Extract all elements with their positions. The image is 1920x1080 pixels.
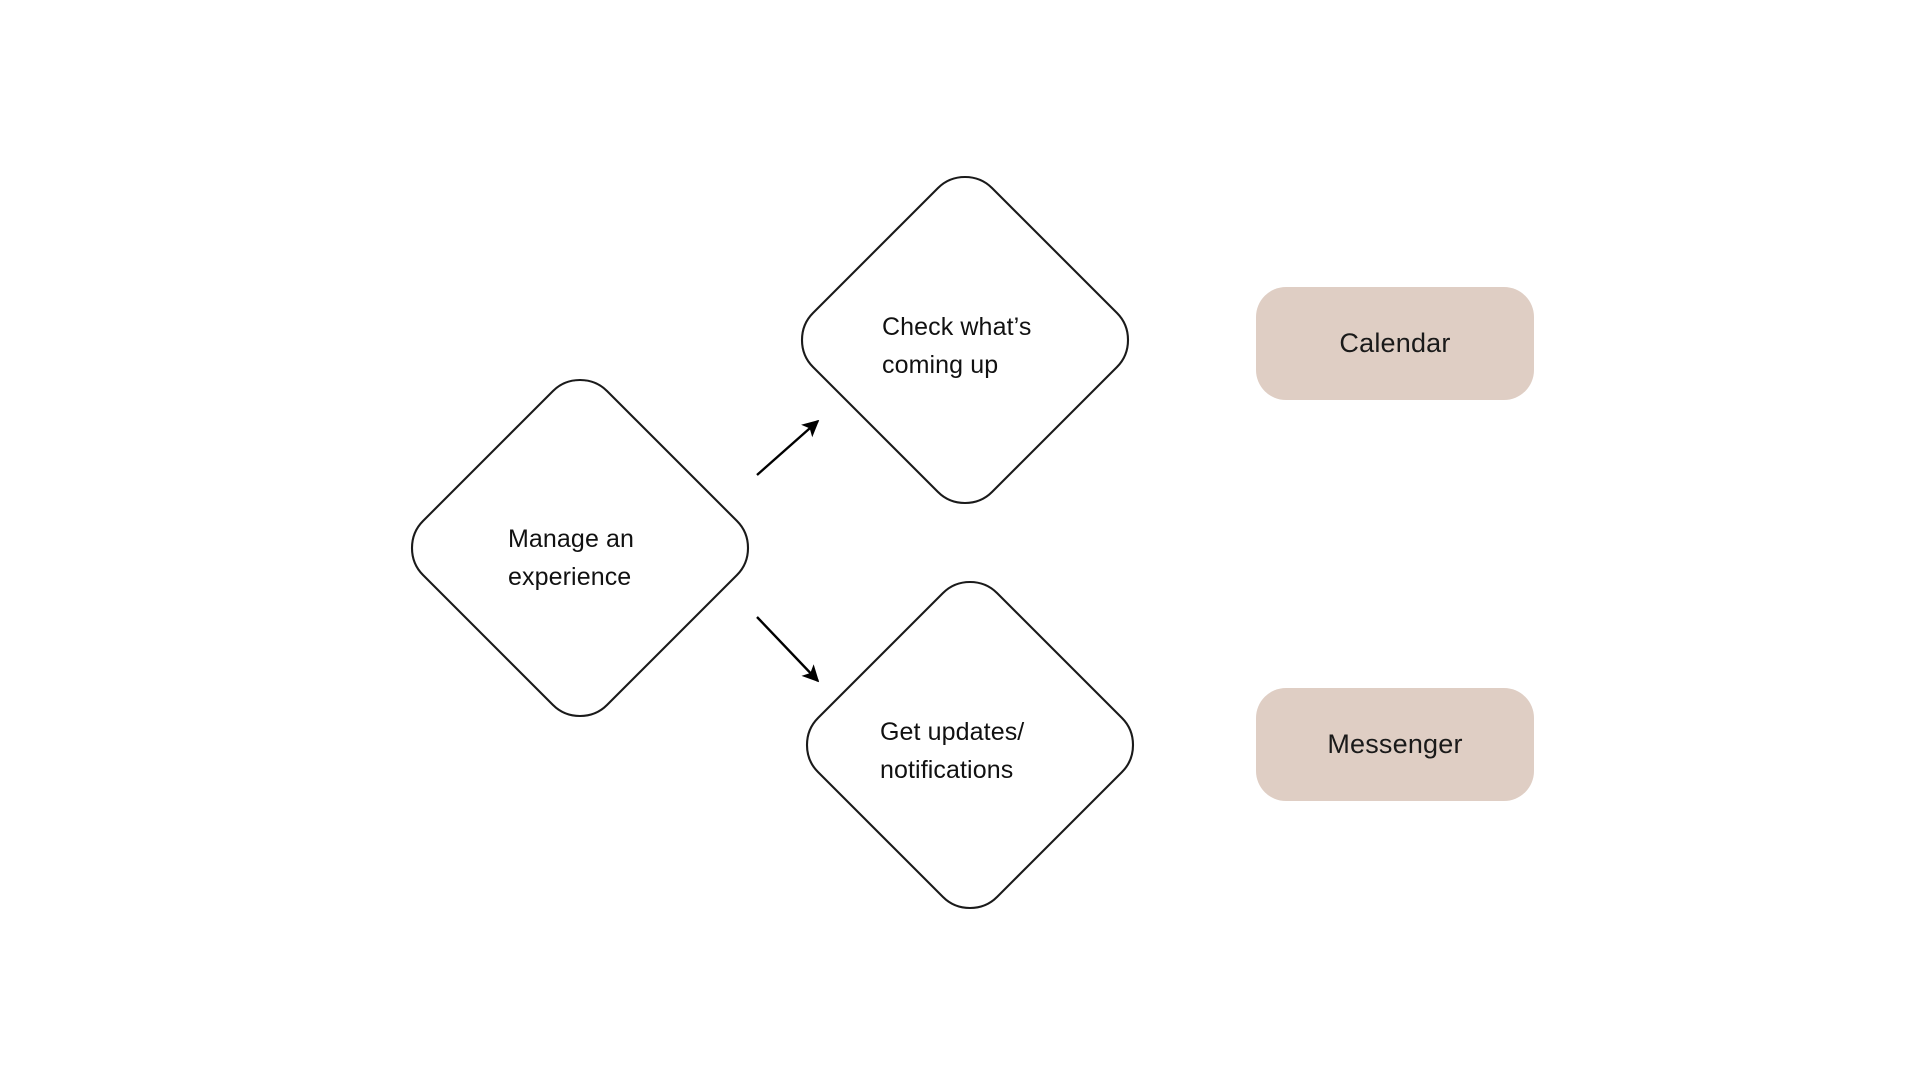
arrow-manage-to-check-whats-coming-up (756, 419, 820, 476)
pill-messenger-label: Messenger (1327, 729, 1463, 759)
pill-calendar-label: Calendar (1339, 328, 1451, 358)
arrow-manage-to-get-updates-notifications (756, 616, 820, 683)
pill-messenger[interactable]: Messenger (1256, 688, 1534, 801)
diamond-manage-an-experience[interactable] (410, 378, 750, 718)
diamond-get-updates-notifications[interactable] (805, 580, 1135, 910)
pill-calendar[interactable]: Calendar (1256, 287, 1534, 400)
diamond-check-whats-coming-up[interactable] (800, 175, 1130, 505)
